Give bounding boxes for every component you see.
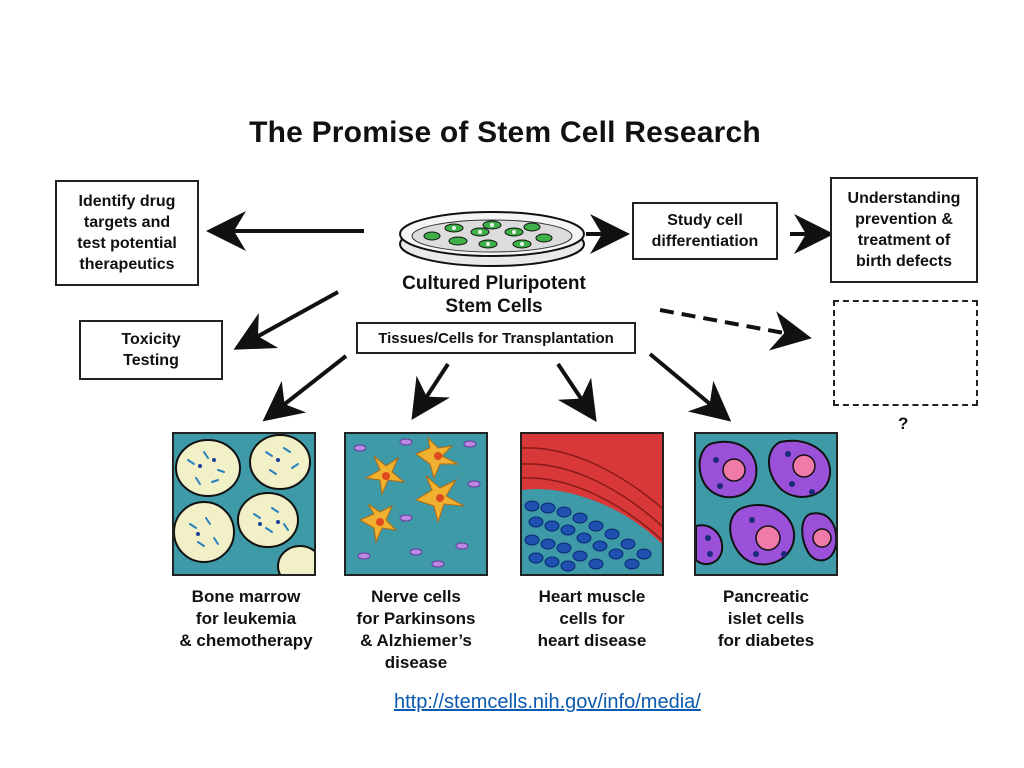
toxicity-box: Toxicity Testing (79, 320, 223, 380)
source-link[interactable]: http://stemcells.nih.gov/info/media/ (394, 691, 701, 713)
heart-muscle-caption: Heart muscle cells for heart disease (537, 587, 647, 650)
unknown-question-mark: ? (898, 414, 909, 433)
heart-muscle-image (520, 432, 664, 576)
bone-marrow-image (172, 432, 316, 576)
pancreatic-islet-image (694, 432, 838, 576)
nerve-cells-image (344, 432, 488, 576)
arrow-to-toxicity (233, 290, 339, 350)
petri-dish-icon (399, 211, 585, 267)
understanding-box: Understanding prevention & treatment of … (830, 177, 978, 283)
study-cell-box: Study cell differentiation (632, 202, 778, 260)
nerve-cells-caption: Nerve cells for Parkinsons & Alzhiemer’s… (356, 587, 476, 672)
pancreatic-caption: Pancreatic islet cells for diabetes (717, 587, 815, 650)
arrow-to-pancreatic (648, 352, 732, 422)
center-label: Cultured Pluripotent Stem Cells (402, 273, 586, 317)
arrow-to-bone-marrow (262, 354, 348, 422)
arrow-to-heart-muscle (556, 362, 597, 422)
arrow-dashed-to-unknown (659, 308, 812, 351)
unknown-dashed-box (833, 300, 978, 406)
arrow-to-nerve-cells (411, 362, 451, 421)
diagram-title: The Promise of Stem Cell Research (249, 116, 761, 149)
identify-drug-box: Identify drug targets and test potential… (55, 180, 199, 286)
bone-marrow-caption: Bone marrow for leukemia & chemotherapy (179, 587, 313, 650)
transplant-box: Tissues/Cells for Transplantation (356, 322, 636, 354)
